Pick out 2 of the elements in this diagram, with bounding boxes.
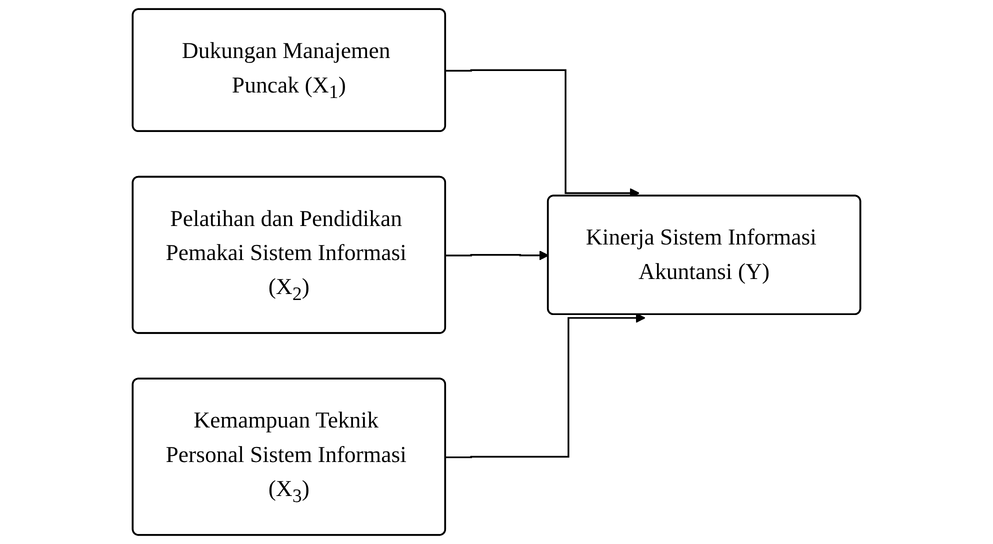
- arrow: [446, 250, 549, 260]
- arrow: [446, 312, 646, 458]
